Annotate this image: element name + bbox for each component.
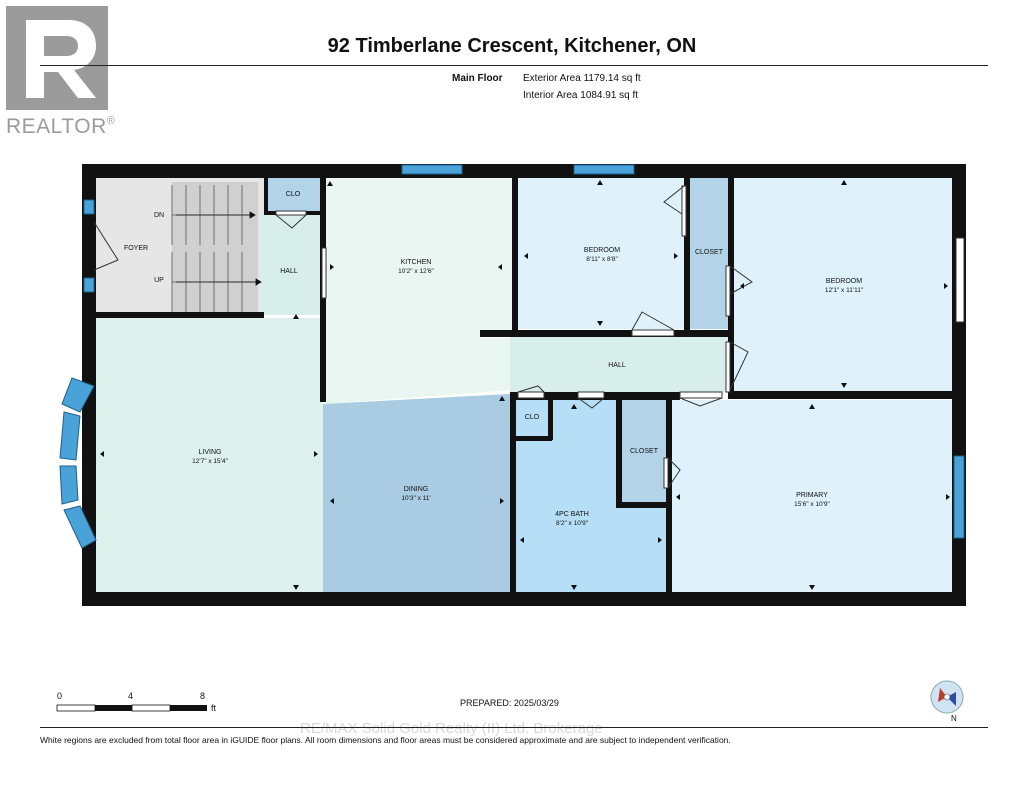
hall-center-fill bbox=[510, 336, 728, 392]
hall-left-label: HALL bbox=[280, 268, 298, 275]
dining-fill bbox=[323, 394, 510, 592]
realtor-wordmark: REALTOR® bbox=[6, 115, 116, 138]
floor-label: Main Floor bbox=[452, 73, 503, 84]
hall-center-label: HALL bbox=[608, 362, 626, 369]
scale-label-0: 0 bbox=[57, 691, 63, 701]
page-title: 92 Timberlane Crescent, Kitchener, ON bbox=[327, 35, 697, 57]
scale-label-8: 8 bbox=[200, 691, 206, 701]
clo-top-label: CLO bbox=[285, 191, 301, 198]
kitchen-fill bbox=[326, 177, 512, 404]
compass-icon bbox=[930, 680, 964, 714]
clo-mid-label: CLO bbox=[524, 414, 540, 421]
living-fill bbox=[96, 318, 323, 592]
disclaimer-text: White regions are excluded from total fl… bbox=[40, 735, 731, 745]
compass-north-label: N bbox=[951, 714, 957, 723]
exterior-area: Exterior Area 1179.14 sq ft bbox=[523, 73, 641, 84]
stairs-up-label: UP bbox=[154, 277, 164, 284]
closet-top-fill bbox=[690, 177, 728, 329]
closet-mid-fill bbox=[622, 400, 666, 504]
foyer-label: FOYER bbox=[123, 245, 149, 252]
bedroom1-fill bbox=[518, 177, 684, 329]
stairs-down-label: DN bbox=[153, 212, 165, 219]
clo-top-fill bbox=[266, 177, 320, 211]
primary-fill bbox=[670, 400, 954, 594]
closet-mid-label: CLOSET bbox=[629, 448, 658, 455]
stair-arrows bbox=[176, 211, 262, 286]
bedroom2-fill bbox=[734, 177, 954, 392]
scale-unit: ft bbox=[211, 703, 217, 713]
interior-area: Interior Area 1084.91 sq ft bbox=[523, 90, 639, 101]
stair-block bbox=[172, 182, 258, 318]
dimension-markers bbox=[100, 180, 950, 590]
header-divider bbox=[40, 65, 988, 66]
scale-label-4: 4 bbox=[128, 691, 134, 701]
doors bbox=[93, 185, 965, 489]
footer-divider bbox=[40, 727, 988, 728]
scale-bar bbox=[56, 704, 207, 712]
prepared-date: PREPARED: 2025/03/29 bbox=[460, 698, 559, 708]
realtor-logo bbox=[6, 6, 108, 110]
windows bbox=[59, 164, 965, 549]
brokerage-watermark: RE/MAX Solid Gold Realty (II) Ltd. Broke… bbox=[300, 720, 603, 737]
closet-top-label: CLOSET bbox=[694, 249, 723, 256]
hall-left-fill bbox=[260, 215, 323, 315]
